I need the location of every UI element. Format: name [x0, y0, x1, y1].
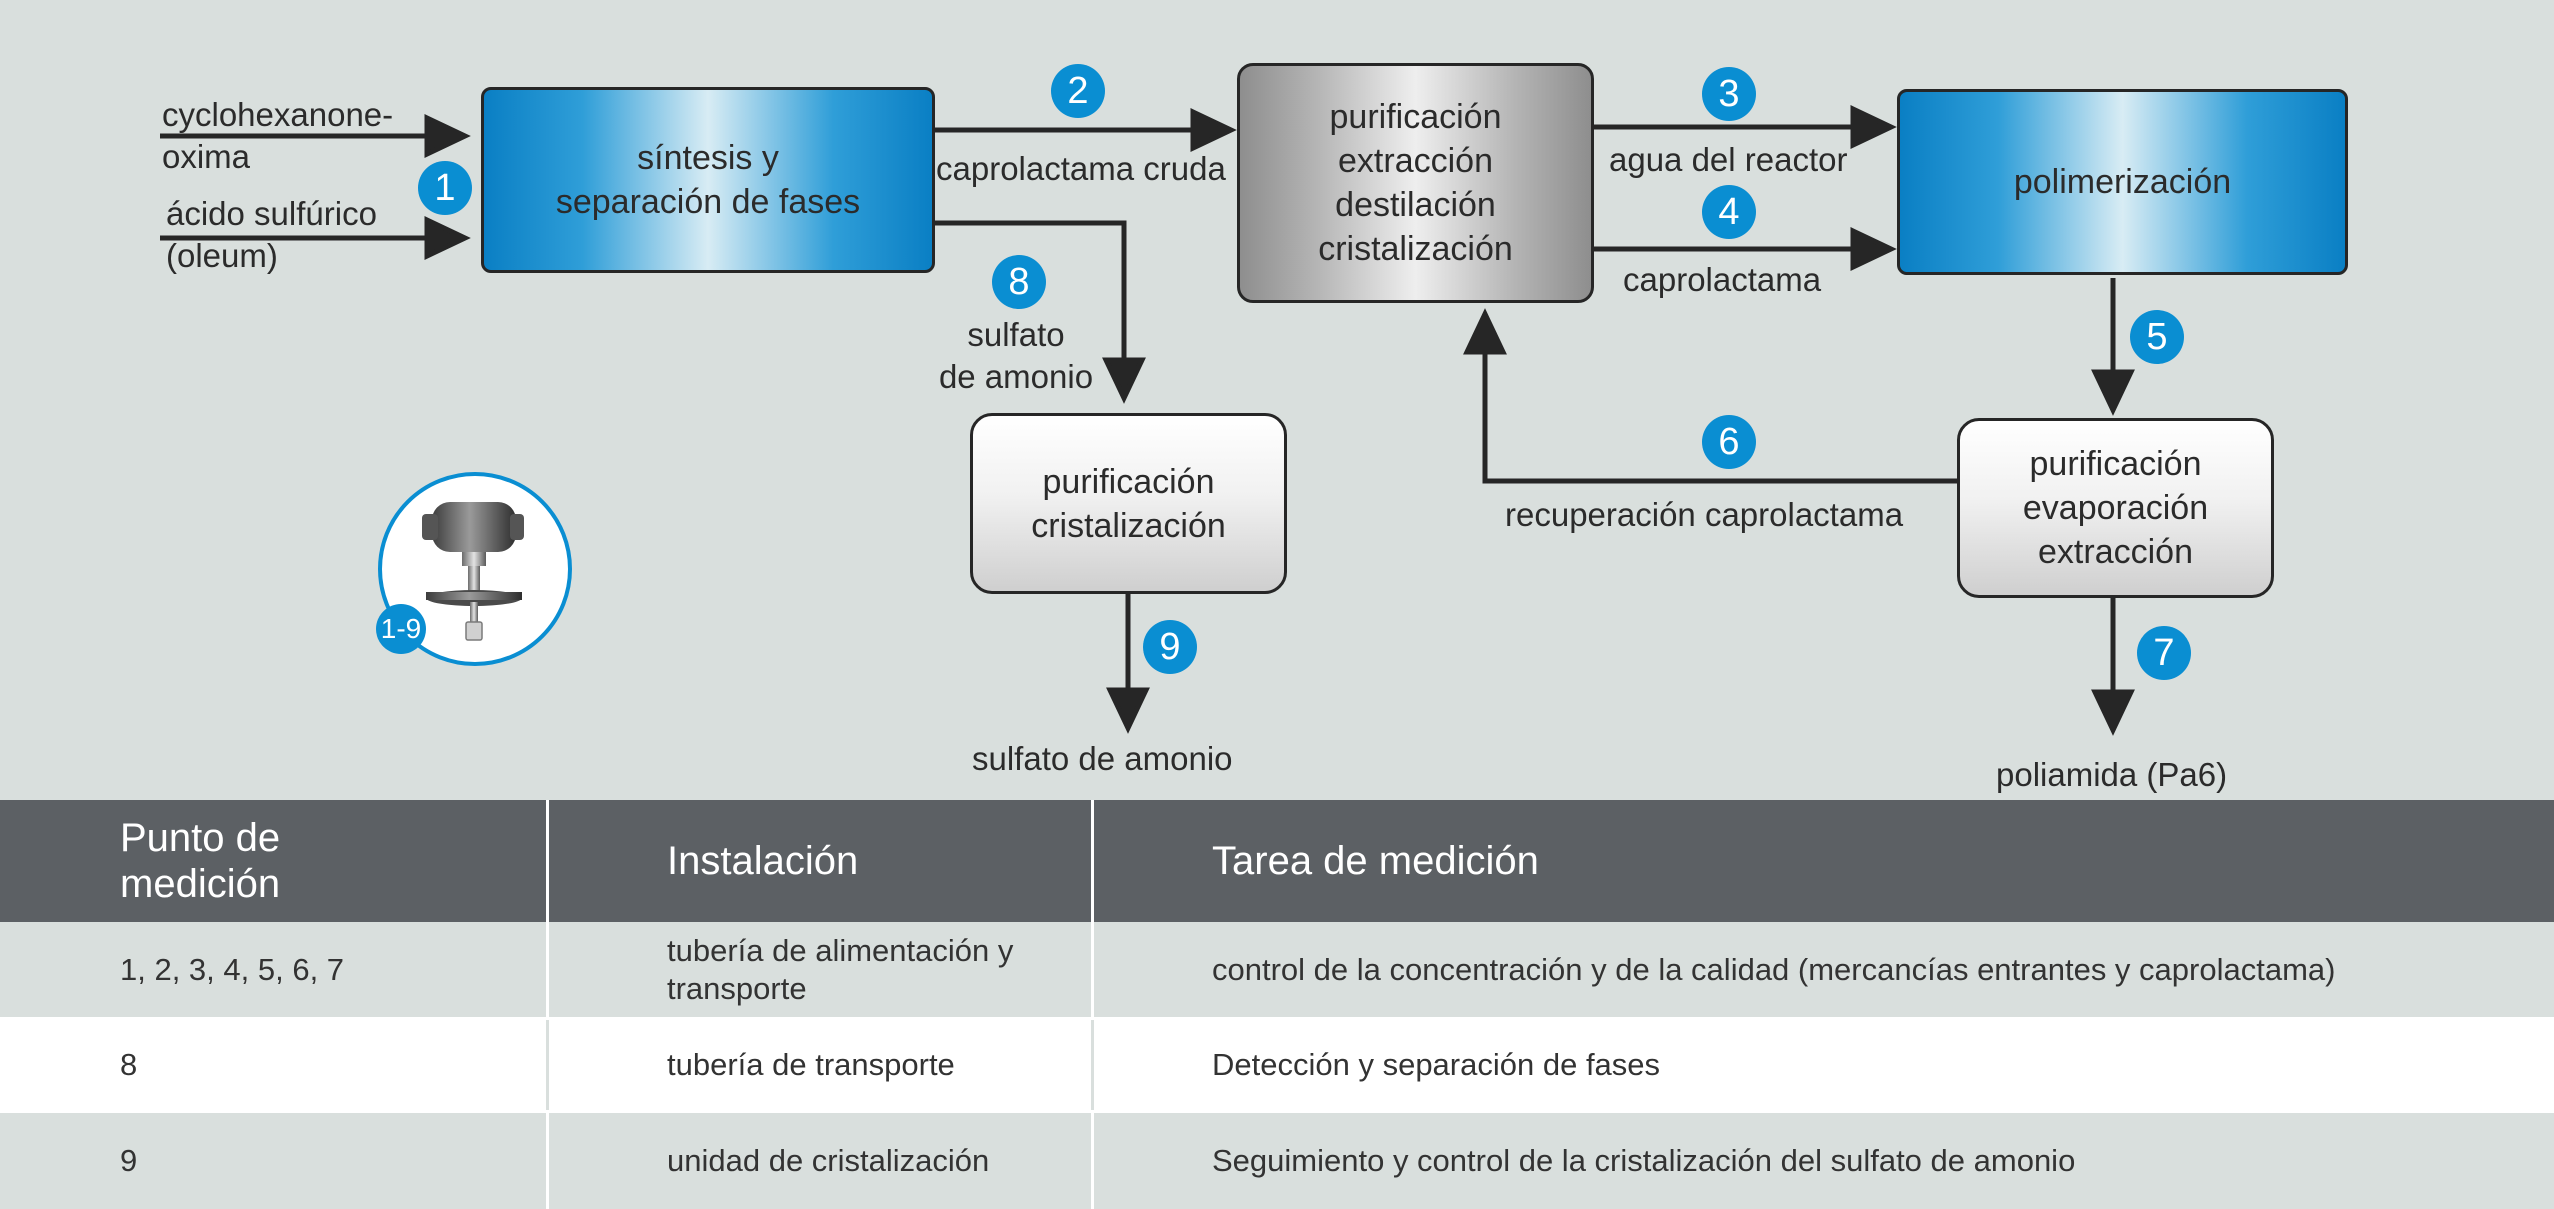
polymerization-box: polimerización: [1897, 89, 2348, 275]
crude-label: caprolactama cruda: [936, 150, 1226, 187]
cell-point: 9: [120, 1143, 138, 1178]
reactor-water-label: agua del reactor: [1609, 141, 1848, 178]
process-flow-diagram: cyclohexanone- oxima ácido sulfúrico (ol…: [160, 63, 2348, 793]
badge-2: 2: [1051, 64, 1105, 118]
badge-3: 3: [1702, 67, 1756, 121]
header-installation: Instalación: [546, 800, 1091, 922]
feed-oxime-label: cyclohexanone- oxima: [162, 96, 394, 175]
arrow-recovery: [1482, 352, 1957, 484]
flow-arrows: [160, 105, 2135, 736]
badge-1: 1: [418, 161, 472, 215]
sulfate-out-label: sulfato de amonio: [972, 740, 1233, 777]
cell-task: control de la concentración y de la cali…: [1091, 922, 2554, 1017]
cell-point: 1, 2, 3, 4, 5, 6, 7: [120, 951, 345, 987]
purification-recovery-label: purificación evaporación extracción: [2022, 445, 2209, 571]
measurement-table: Punto de medición Instalación Tarea de m…: [0, 800, 2554, 1209]
caprolactam-label: caprolactama: [1623, 261, 1822, 298]
table-header-row: Punto de medición Instalación Tarea de m…: [0, 800, 2554, 922]
synthesis-box: síntesis y separación de fases: [481, 87, 935, 273]
purification-sulfate-box: purificación cristalización: [970, 413, 1287, 594]
header-measurement-task: Tarea de medición: [1091, 800, 2554, 922]
header-measurement-point: Punto de medición: [120, 816, 281, 906]
cell-task: Seguimiento y control de la cristalizaci…: [1091, 1113, 2554, 1209]
badge-4: 4: [1702, 185, 1756, 239]
badge-5: 5: [2130, 310, 2184, 364]
feed-acid-label: ácido sulfúrico (oleum): [166, 195, 377, 274]
badge-7: 7: [2137, 626, 2191, 680]
table-row: 1, 2, 3, 4, 5, 6, 7 tubería de alimentac…: [0, 922, 2554, 1017]
purification-sulfate-label: purificación cristalización: [1031, 462, 1226, 545]
cell-task: Detección y separación de fases: [1091, 1020, 2554, 1110]
polymerization-label: polimerización: [2013, 163, 2232, 201]
cell-installation: unidad de cristalización: [546, 1113, 1091, 1209]
sulfate-side-label: sulfato de amonio: [938, 316, 1094, 395]
table-row: 9 unidad de cristalización Seguimiento y…: [0, 1113, 2554, 1209]
purification-recovery-box: purificación evaporación extracción: [1957, 418, 2274, 598]
polyamide-label: poliamida (Pa6): [1996, 756, 2228, 793]
badge-6: 6: [1702, 415, 1756, 469]
table-row: 8 tubería de transporte Detección y sepa…: [0, 1017, 2554, 1113]
purification-main-label: purificación extracción destilación cris…: [1318, 98, 1513, 268]
instrument-badge: 1-9: [376, 604, 426, 654]
purification-main-box: purificación extracción destilación cris…: [1237, 63, 1594, 303]
arrow-sulfate-side: [935, 220, 1127, 360]
recovery-label: recuperación caprolactama: [1505, 496, 1904, 533]
level-transmitter-icon: 1-9: [376, 472, 572, 666]
synthesis-box-label: síntesis y separación de fases: [555, 139, 861, 221]
instrument-drawing: [422, 502, 524, 641]
cell-point: 8: [120, 1047, 138, 1082]
badge-9: 9: [1143, 620, 1197, 674]
cell-installation: tubería de transporte: [546, 1020, 1091, 1110]
badge-8: 8: [992, 255, 1046, 309]
cell-installation: tubería de alimentación y transporte: [546, 922, 1091, 1017]
